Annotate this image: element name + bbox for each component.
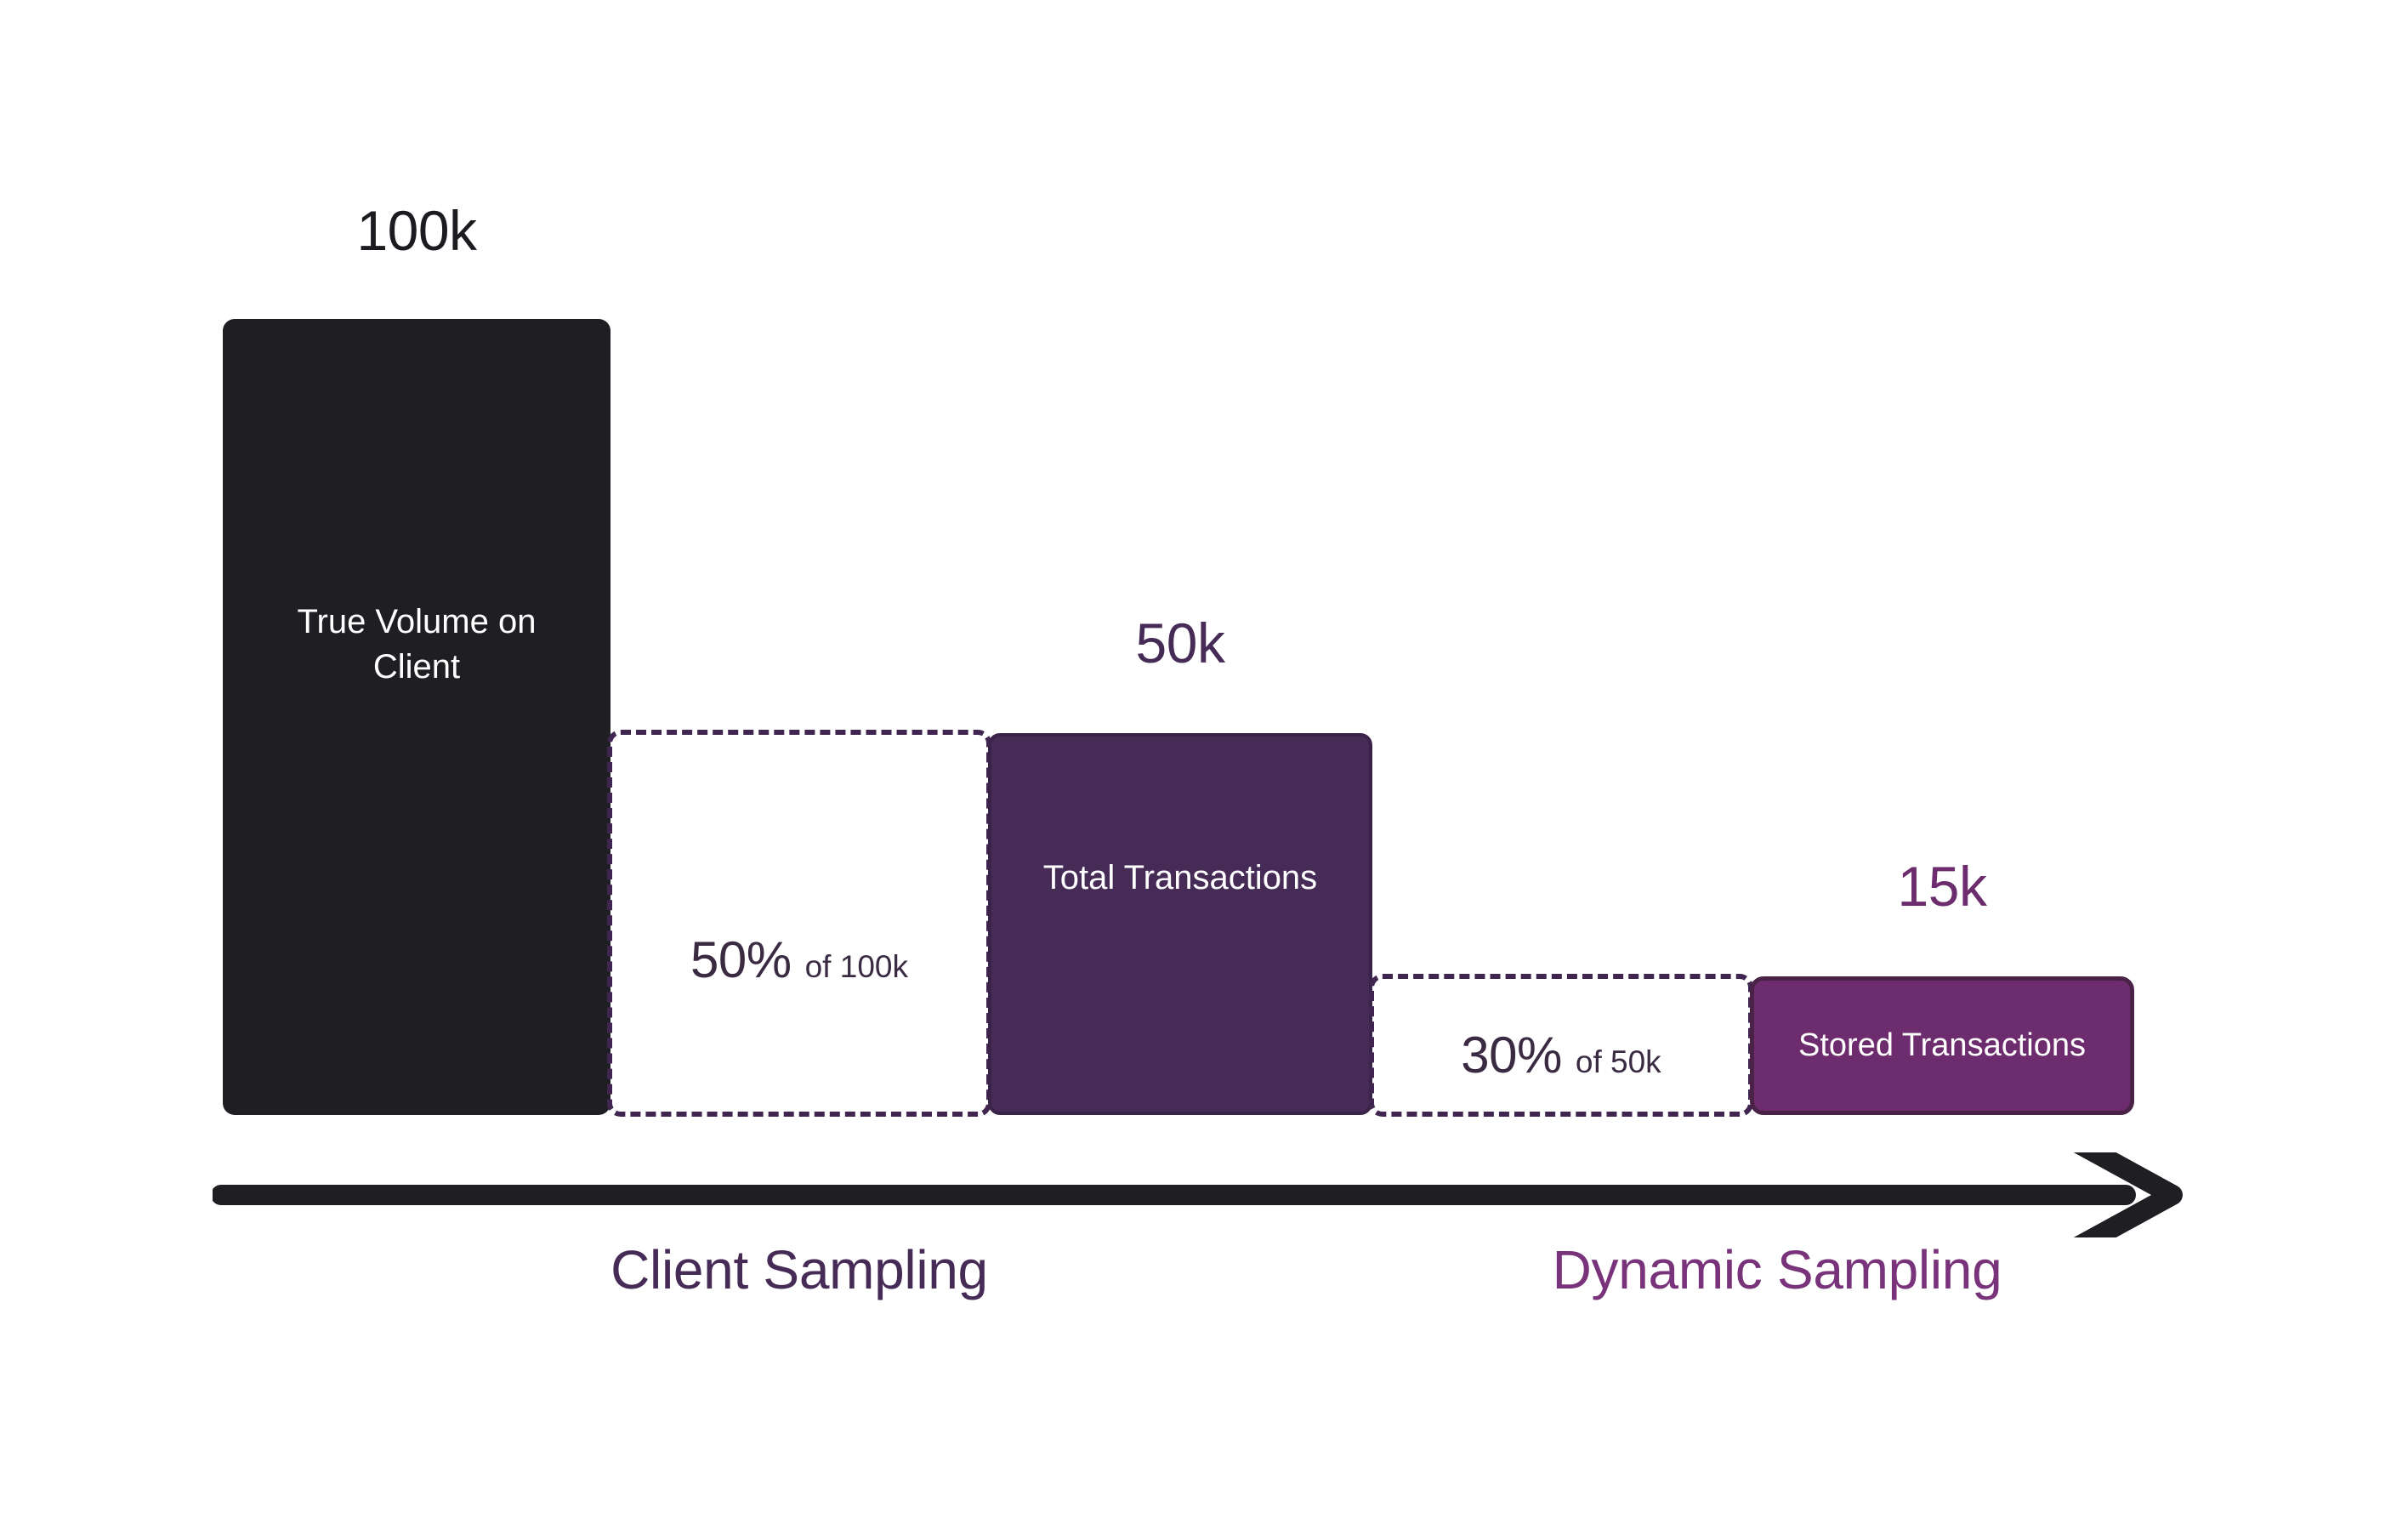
reduction-percent-client: 50% bbox=[690, 931, 792, 988]
bar-stored-transactions: Stored Transactions bbox=[1750, 976, 2134, 1115]
reduction-base-client: of 100k bbox=[804, 949, 908, 984]
bar-label-total-transactions: Total Transactions bbox=[1042, 859, 1318, 896]
value-label-total-transactions: 50k bbox=[1135, 612, 1225, 674]
bar-total-transactions: Total Transactions bbox=[988, 733, 1372, 1115]
reduction-text-client: 50% of 100k bbox=[690, 930, 908, 989]
reduction-text-dynamic: 30% of 50k bbox=[1461, 1026, 1661, 1084]
bar-label-true-volume: True Volume on Client bbox=[297, 603, 537, 686]
bar-label-stored-transactions: Stored Transactions bbox=[1798, 1027, 2086, 1064]
reduction-box-dynamic-sampling: 30% of 50k bbox=[1369, 974, 1753, 1117]
reduction-percent-dynamic: 30% bbox=[1461, 1027, 1562, 1084]
value-label-stored-transactions: 15k bbox=[1897, 855, 1987, 918]
stage-label-client-sampling: Client Sampling bbox=[611, 1239, 988, 1300]
bar-true-volume-on-client: True Volume on Client bbox=[223, 319, 611, 1115]
value-label-true-volume: 100k bbox=[356, 199, 477, 262]
right-arrow-icon bbox=[213, 1152, 2183, 1237]
reduction-base-dynamic: of 50k bbox=[1575, 1044, 1661, 1079]
reduction-box-client-sampling: 50% of 100k bbox=[607, 730, 991, 1117]
stage-label-dynamic-sampling: Dynamic Sampling bbox=[1552, 1239, 2002, 1300]
